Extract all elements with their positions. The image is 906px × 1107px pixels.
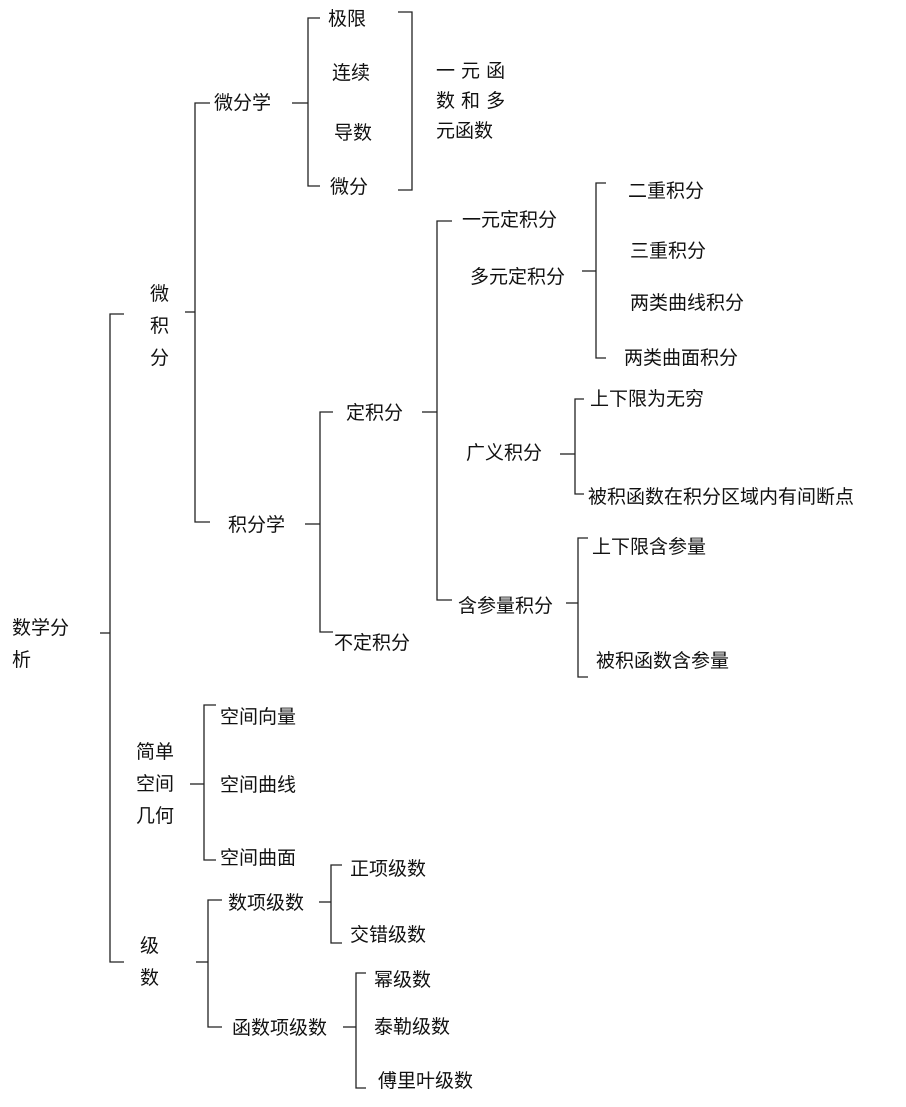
node-surface-integral: 两类曲面积分 bbox=[624, 347, 739, 369]
node-limit: 极限 bbox=[328, 8, 367, 30]
function-series-bracket bbox=[355, 972, 366, 1089]
node-parametric: 含参量积分 bbox=[458, 595, 554, 617]
node-one-definite: 一元定积分 bbox=[462, 209, 558, 231]
node-calculus: 微 积 分 bbox=[150, 283, 170, 369]
node-positive-series: 正项级数 bbox=[350, 858, 427, 880]
node-differential: 微分学 bbox=[214, 92, 272, 114]
node-improper: 广义积分 bbox=[466, 442, 543, 464]
node-geometry: 简单 空间 几何 bbox=[136, 741, 175, 827]
node-function-series: 函数项级数 bbox=[232, 1017, 328, 1039]
node-curve-integral: 两类曲线积分 bbox=[630, 292, 745, 314]
node-continuity: 连续 bbox=[332, 62, 371, 84]
node-space-surface: 空间曲面 bbox=[220, 847, 297, 869]
geometry-bracket bbox=[203, 704, 216, 861]
node-definite: 定积分 bbox=[346, 402, 404, 424]
node-multi-definite: 多元定积分 bbox=[470, 266, 566, 288]
parametric-bracket bbox=[577, 537, 588, 678]
node-root: 数学分 析 bbox=[12, 617, 70, 671]
node-param-limits: 上下限含参量 bbox=[592, 536, 707, 558]
improper-bracket bbox=[574, 398, 584, 495]
differential-bracket bbox=[307, 17, 320, 187]
node-differential-item: 微分 bbox=[330, 176, 369, 198]
definite-bracket bbox=[436, 220, 452, 601]
node-alternating-series: 交错级数 bbox=[350, 924, 427, 946]
series-bracket bbox=[207, 899, 222, 1028]
node-taylor-series: 泰勒级数 bbox=[374, 1016, 451, 1038]
node-one-multi-note: 一 元 函 数 和 多 元函数 bbox=[436, 60, 506, 142]
node-fourier-series: 傅里叶级数 bbox=[378, 1070, 474, 1092]
node-triple-integral: 三重积分 bbox=[630, 240, 707, 262]
root-bracket bbox=[109, 313, 124, 963]
node-power-series: 幂级数 bbox=[374, 969, 432, 991]
node-number-series: 数项级数 bbox=[228, 892, 305, 914]
node-discontinuous: 被积函数在积分区域内有间断点 bbox=[588, 486, 855, 508]
number-series-bracket bbox=[330, 864, 342, 944]
note-bracket bbox=[398, 11, 413, 191]
node-indefinite: 不定积分 bbox=[334, 632, 411, 654]
node-space-curve: 空间曲线 bbox=[220, 774, 297, 796]
node-infinite-limits: 上下限为无穷 bbox=[590, 388, 705, 410]
calculus-bracket bbox=[194, 102, 210, 523]
node-param-integrand: 被积函数含参量 bbox=[596, 650, 730, 672]
integral-bracket bbox=[319, 411, 333, 633]
node-integral: 积分学 bbox=[228, 514, 286, 536]
node-series: 级 数 bbox=[140, 935, 160, 989]
node-derivative: 导数 bbox=[334, 122, 373, 144]
node-double-integral: 二重积分 bbox=[628, 180, 705, 202]
multi-definite-bracket bbox=[595, 182, 606, 359]
node-space-vector: 空间向量 bbox=[220, 706, 297, 728]
